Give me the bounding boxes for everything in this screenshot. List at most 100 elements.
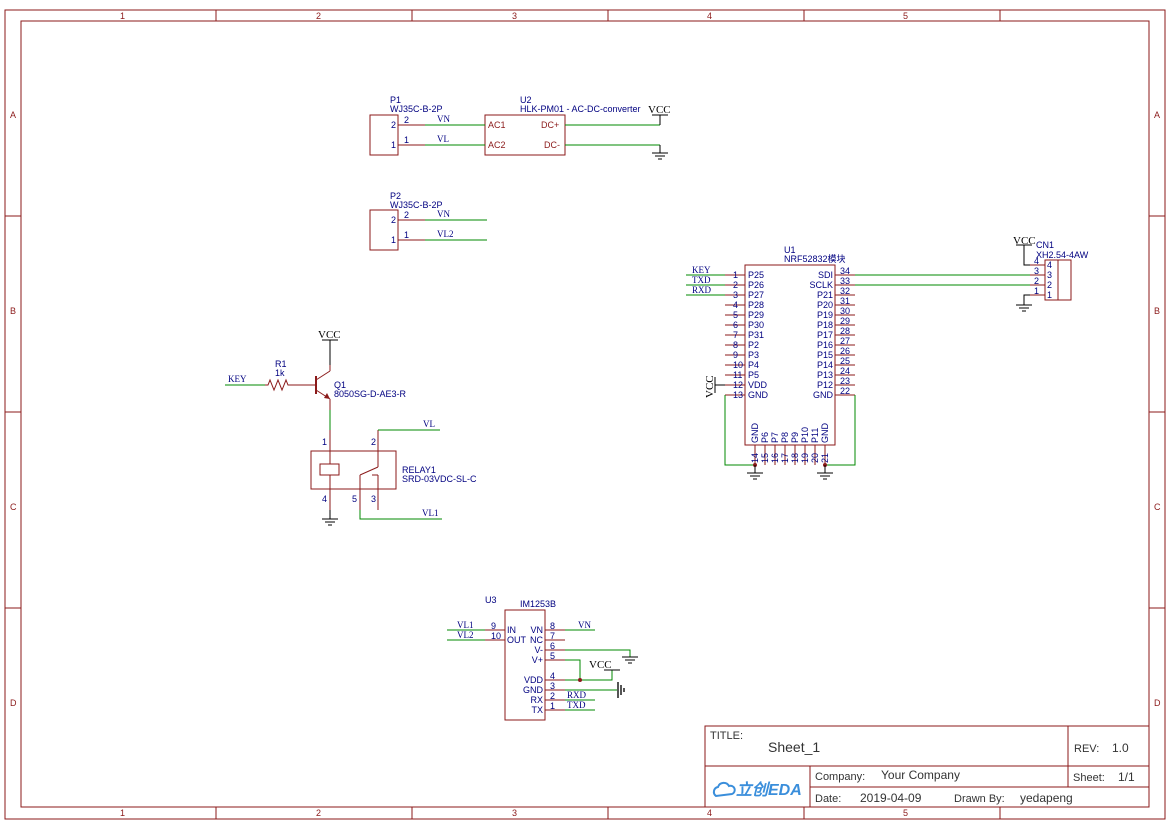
- sheet-value: 1/1: [1118, 770, 1135, 784]
- svg-text:KEY: KEY: [692, 265, 711, 275]
- svg-text:1: 1: [404, 135, 409, 145]
- svg-text:3: 3: [1047, 270, 1052, 280]
- u1-pin-number: 1: [733, 270, 738, 280]
- u1-pin-name: P4: [748, 360, 759, 370]
- u1-pin-number: 3: [733, 290, 738, 300]
- svg-text:1: 1: [1034, 286, 1039, 296]
- wires-relay: VL VL1: [359, 419, 442, 520]
- svg-text:2: 2: [1047, 280, 1052, 290]
- svg-text:U3: U3: [485, 595, 497, 605]
- u1-pin-number: 18: [790, 453, 800, 463]
- u1-pin-number: 16: [770, 453, 780, 463]
- svg-text:VL1: VL1: [422, 508, 439, 518]
- u1-pin-name: GND: [748, 390, 769, 400]
- svg-text:A: A: [1154, 110, 1160, 120]
- svg-text:1: 1: [322, 437, 327, 447]
- resistor-r1[interactable]: R1 1k: [265, 359, 316, 392]
- column-labels: 1 2 3 4 5 1 2 3 4 5: [120, 11, 908, 818]
- u1-pin-number: 15: [760, 453, 770, 463]
- company-label: Company:: [815, 771, 865, 783]
- u1-pin-number: 8: [733, 340, 738, 350]
- inner-border: [20, 20, 1150, 808]
- svg-text:KEY: KEY: [228, 374, 247, 384]
- u1-pin-number: 21: [820, 453, 830, 463]
- u3-pin-number: 3: [550, 681, 555, 691]
- u3-pin-name: NC: [530, 635, 543, 645]
- u1-pin-name: P11: [810, 428, 820, 443]
- net-key-r1: KEY: [225, 374, 265, 386]
- u1-pin-name: P28: [748, 300, 764, 310]
- rev-value: 1.0: [1112, 741, 1129, 755]
- svg-text:4: 4: [322, 494, 327, 504]
- wires-u1: KEY TXD RXD: [686, 265, 1030, 466]
- ground-symbol-cn1: [1016, 294, 1032, 312]
- u1-right-pins: 34SDI33SCLK32P2131P2030P1929P1828P1727P1…: [809, 266, 855, 400]
- u1-pin-number: 9: [733, 350, 738, 360]
- rev-label: REV:: [1074, 743, 1099, 755]
- u3-pin-number: 9: [491, 621, 496, 631]
- u3-pin-name: GND: [523, 685, 544, 695]
- transistor-q1[interactable]: Q1 8050SG-D-AE3-R: [315, 365, 407, 410]
- svg-text:1: 1: [120, 808, 125, 818]
- u1-pin-number: 23: [840, 376, 850, 386]
- u1-pin-number: 17: [780, 453, 790, 463]
- u1-pin-name: GND: [820, 423, 830, 444]
- u1-pin-number: 31: [840, 296, 850, 306]
- u1-pin-number: 13: [733, 390, 743, 400]
- u1-pin-name: P19: [817, 310, 833, 320]
- date-value: 2019-04-09: [860, 791, 922, 805]
- connector-cn1[interactable]: CN1 XH2.54-4AW 4 3 2 1 4 3 2 1: [1030, 240, 1089, 301]
- u3-pin-name: IN: [507, 625, 516, 635]
- svg-text:C: C: [10, 502, 17, 512]
- svg-text:5: 5: [903, 808, 908, 818]
- connector-p2[interactable]: P2 WJ35C-B-2P 2 1 2 1: [369, 191, 443, 251]
- connector-p1[interactable]: P1 WJ35C-B-2P 2 1 2 1: [369, 95, 443, 156]
- svg-text:VL: VL: [423, 419, 435, 429]
- u1-pin-number: 11: [733, 370, 742, 380]
- u1-pin-number: 7: [733, 330, 738, 340]
- u1-pin-number: 22: [840, 386, 850, 396]
- u3-pin-number: 10: [491, 631, 501, 641]
- svg-text:5: 5: [903, 11, 908, 21]
- u1-pin-number: 14: [750, 453, 760, 463]
- svg-text:3: 3: [371, 494, 376, 504]
- svg-text:R1: R1: [275, 359, 287, 369]
- svg-text:VN: VN: [437, 209, 450, 219]
- svg-text:RELAY1: RELAY1: [402, 465, 436, 475]
- svg-text:DC-: DC-: [544, 140, 560, 150]
- ground-symbol-u3b: [617, 682, 625, 698]
- svg-text:VN: VN: [437, 114, 450, 124]
- relay-relay1[interactable]: RELAY1 SRD-03VDC-SL-C 1 2 4 5 3: [310, 430, 477, 510]
- svg-text:2: 2: [391, 120, 396, 130]
- u1-pin-number: 28: [840, 326, 850, 336]
- svg-text:CN1: CN1: [1036, 240, 1054, 250]
- svg-text:2: 2: [316, 808, 321, 818]
- module-u2[interactable]: U2 HLK-PM01 - AC-DC-converter AC1 AC2 DC…: [484, 95, 641, 156]
- u1-pin-number: 4: [733, 300, 738, 310]
- u1-pin-name: P15: [817, 350, 833, 360]
- svg-text:VN: VN: [578, 620, 591, 630]
- u1-pin-number: 34: [840, 266, 850, 276]
- u1-pin-name: P26: [748, 280, 764, 290]
- logo-text: 立创EDA: [736, 781, 802, 799]
- ground-symbol-u3a: [622, 656, 638, 664]
- u1-pin-number: 5: [733, 310, 738, 320]
- svg-text:VL2: VL2: [437, 229, 454, 239]
- vcc-symbol-u1: VCC: [704, 375, 725, 398]
- svg-text:WJ35C-B-2P: WJ35C-B-2P: [390, 104, 443, 114]
- svg-text:4: 4: [707, 11, 712, 21]
- title-block: TITLE: Sheet_1 REV: 1.0 Company: Your Co…: [704, 725, 1150, 808]
- u1-pin-name: GND: [813, 390, 834, 400]
- u1-pin-number: 10: [733, 360, 743, 370]
- u1-pin-number: 25: [840, 356, 850, 366]
- svg-text:1: 1: [391, 235, 396, 245]
- u3-pin-number: 2: [550, 691, 555, 701]
- svg-text:VCC: VCC: [589, 659, 612, 671]
- svg-text:VCC: VCC: [1013, 235, 1036, 247]
- u3-pin-name: VDD: [524, 675, 544, 685]
- u3-pin-number: 1: [550, 701, 555, 711]
